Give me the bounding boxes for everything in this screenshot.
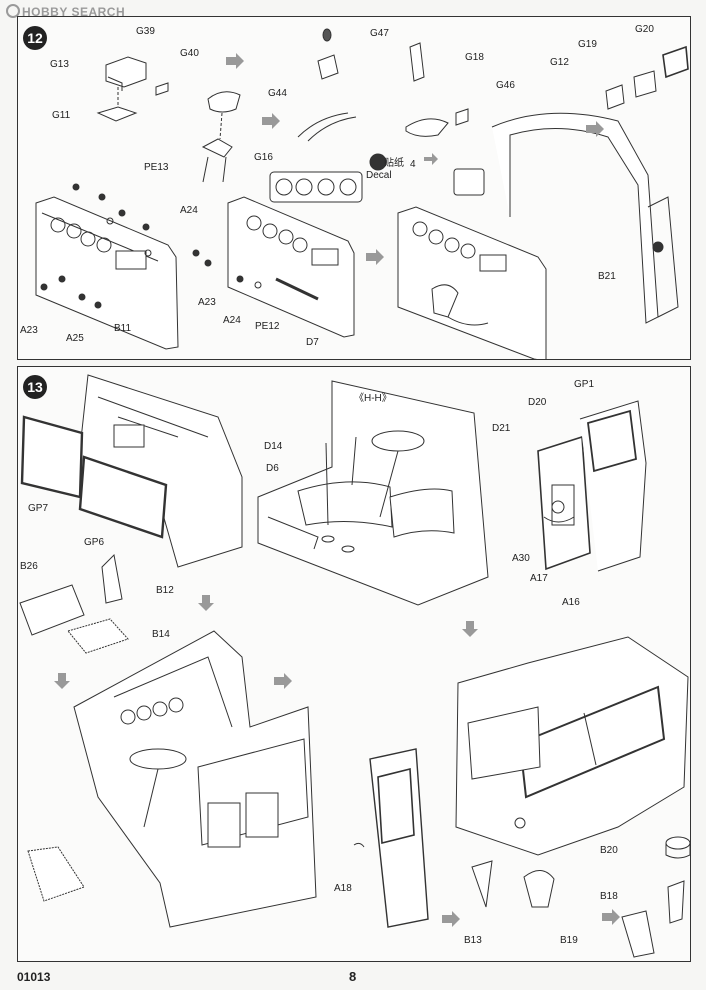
label-A23-left: A23 [20,325,38,336]
label-G18: G18 [465,52,484,63]
label-PE13: PE13 [144,162,169,173]
label-G40: G40 [180,48,199,59]
watermark-text: HOBBY SEARCH [22,5,126,19]
label-B13: B13 [464,935,482,946]
label-G11: G11 [52,110,71,121]
label-G47: G47 [370,28,389,39]
label-B12: B12 [156,585,174,596]
logo-circle-icon [6,4,20,18]
decal-en-text: Decal [366,170,392,181]
label-D20: D20 [528,397,547,408]
label-D6: D6 [266,463,279,474]
label-G13: G13 [50,59,69,70]
step-12-badge: 12 [23,26,47,50]
label-G16: G16 [254,152,273,163]
label-B18: B18 [600,891,618,902]
hobby-search-watermark: HOBBY SEARCH [6,4,125,19]
label-G46: G46 [496,80,515,91]
label-A30: A30 [512,553,530,564]
label-G44: G44 [268,88,287,99]
label-A25: A25 [66,333,84,344]
decal-number: 4 [410,159,416,170]
label-GP1: GP1 [574,379,595,390]
label-B21: B21 [598,271,616,282]
label-A24-mid: A24 [223,315,241,326]
label-D14: D14 [264,441,283,452]
step-13-badge: 13 [23,375,47,399]
label-H-H: 《H-H》 [354,393,392,404]
label-B19: B19 [560,935,578,946]
label-G12: G12 [550,57,569,68]
decal-cn-text: 贴纸 [384,158,404,169]
label-G20: G20 [635,24,654,35]
label-PE12: PE12 [255,321,280,332]
decal-note: 贴纸 Decal 4 [366,158,416,182]
label-G19: G19 [578,39,597,50]
step-13-illustration [19,374,690,958]
product-code: 01013 [17,970,51,984]
label-B11: B11 [114,323,132,334]
label-D21: D21 [492,423,511,434]
label-B14: B14 [152,629,170,640]
label-A24-left: A24 [180,205,198,216]
step-12-panel: 12 [17,16,691,360]
label-B26: B26 [20,561,38,572]
label-B20: B20 [600,845,618,856]
label-G39: G39 [136,26,155,37]
label-A16: A16 [562,597,580,608]
label-D7: D7 [306,337,319,348]
label-A17: A17 [530,573,548,584]
step-12-illustration [35,28,689,359]
label-A18: A18 [334,883,352,894]
label-GP7: GP7 [28,503,49,514]
label-GP6: GP6 [84,537,105,548]
page-number: 8 [349,969,357,984]
step-13-panel: 13 [17,366,691,962]
label-A23-mid: A23 [198,297,216,308]
